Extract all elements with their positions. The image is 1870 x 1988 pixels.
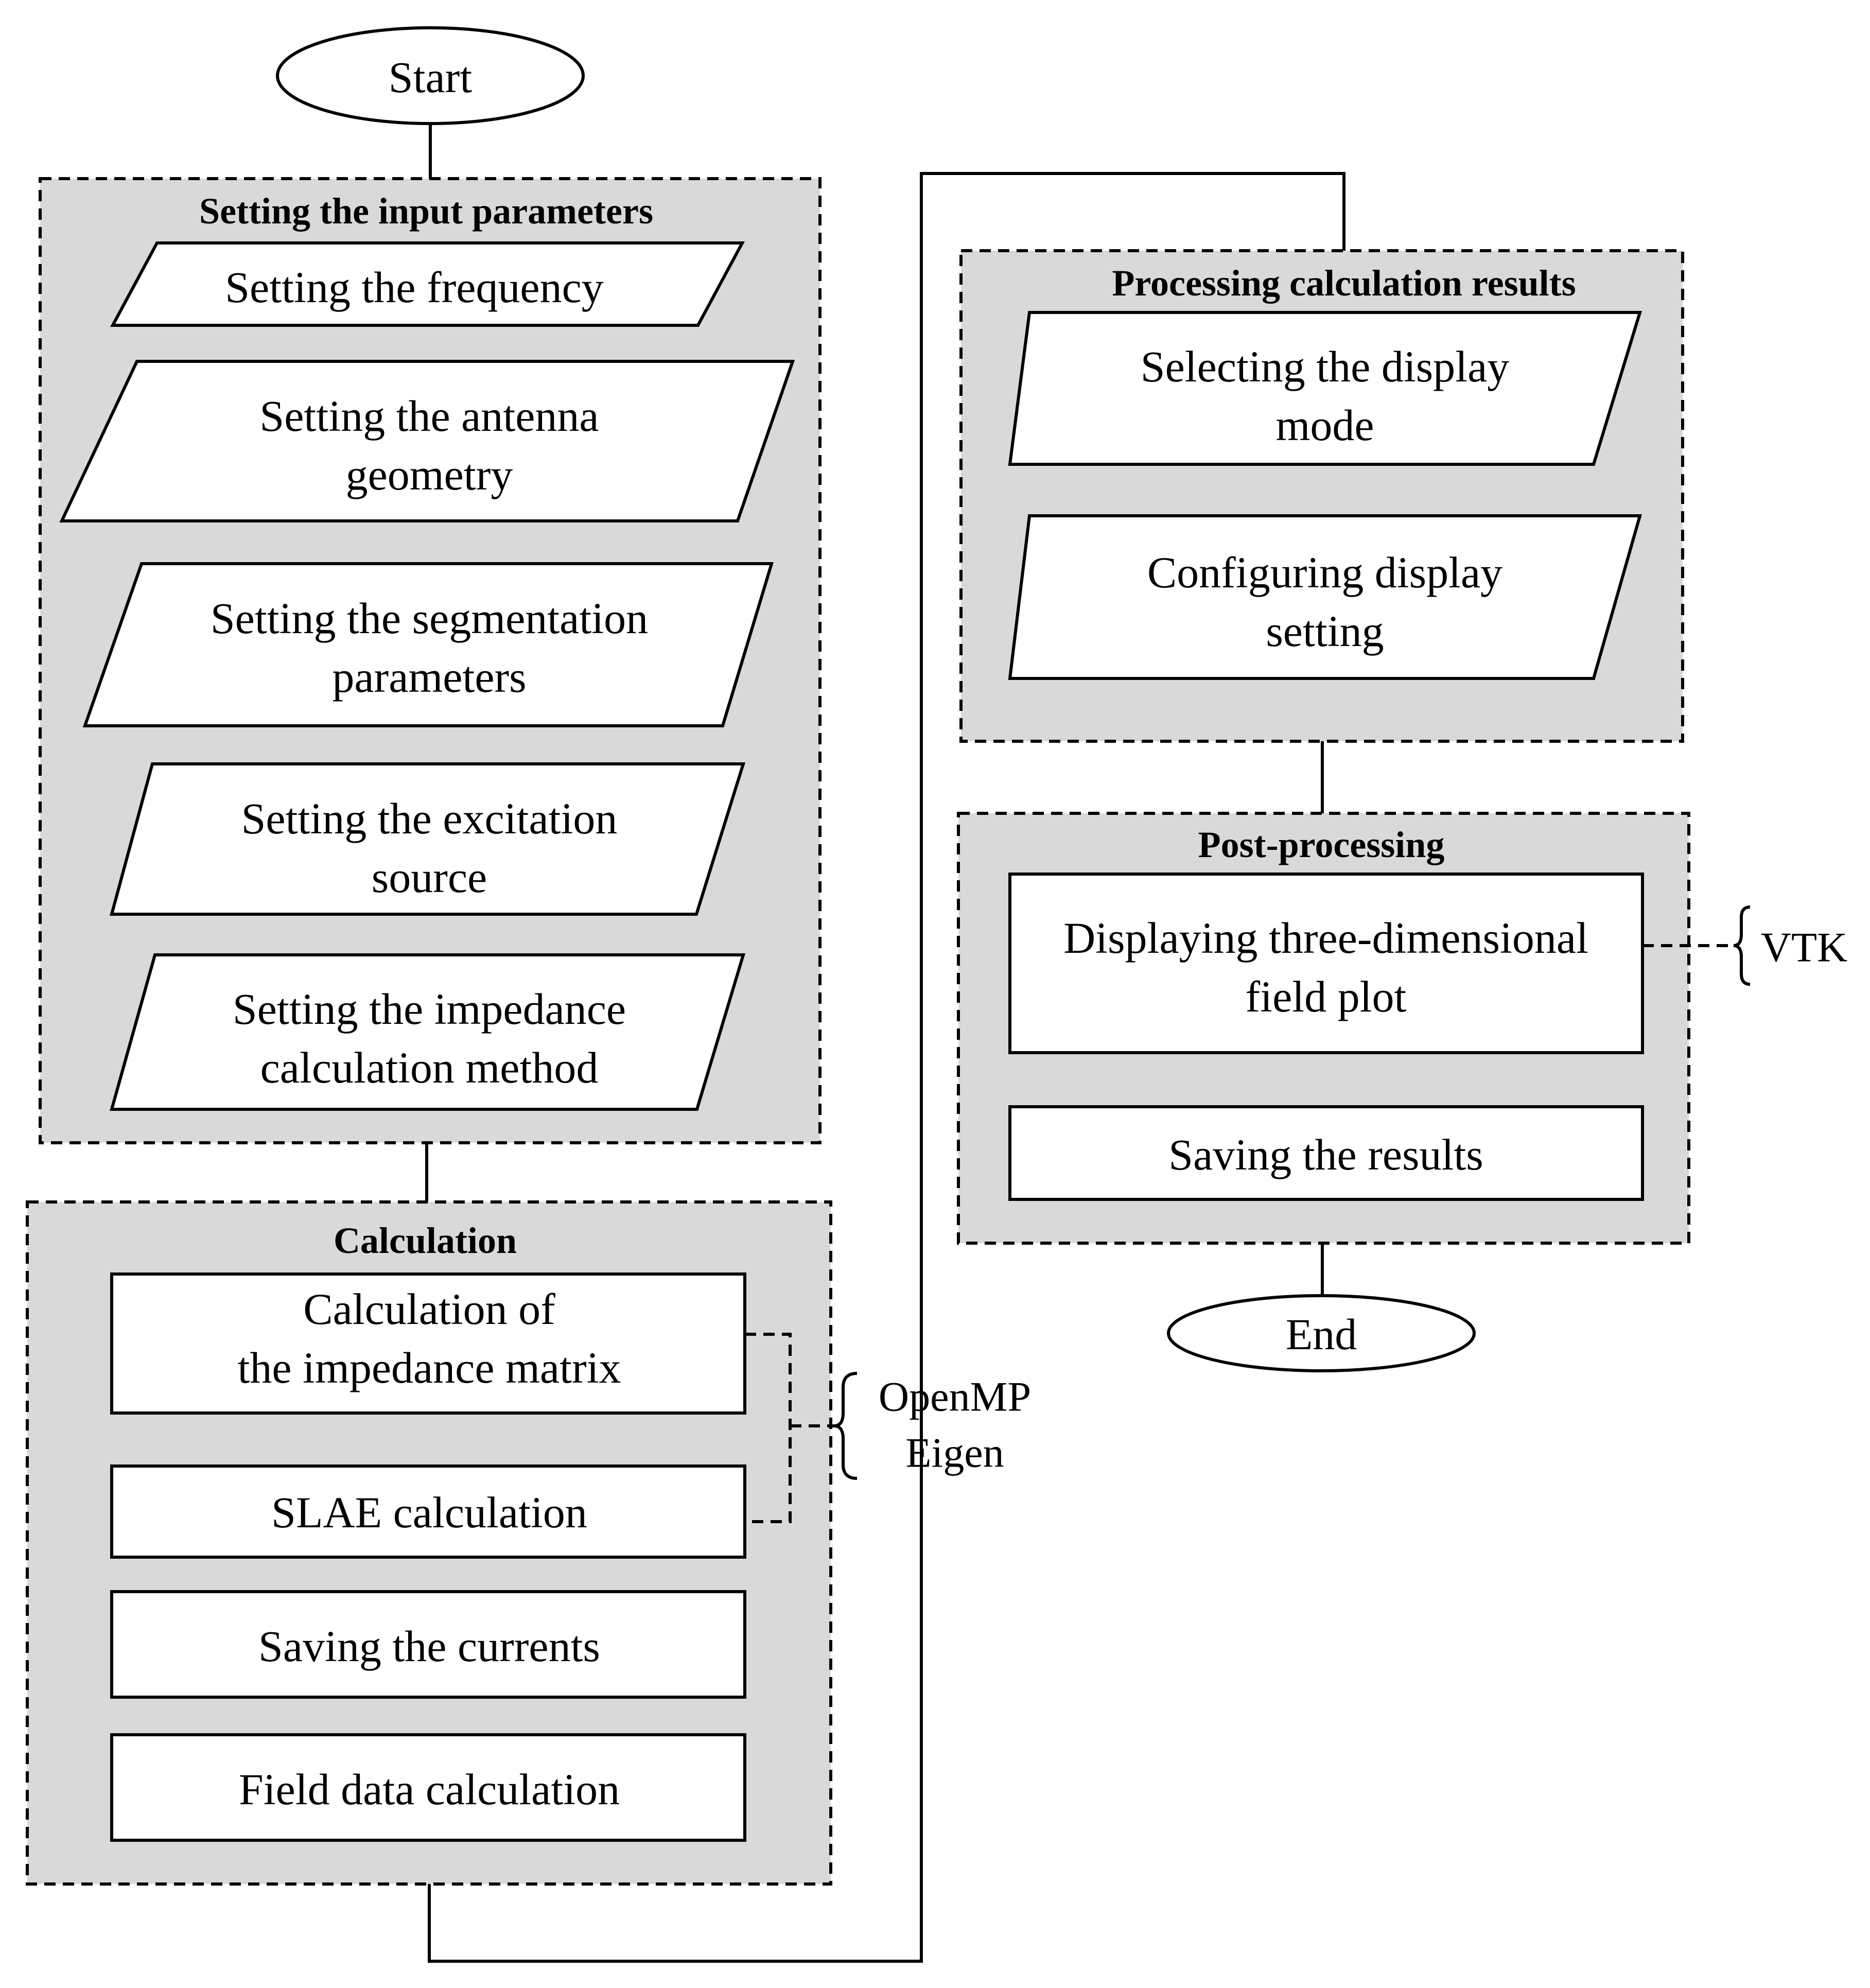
step-label: Setting the impedance bbox=[233, 984, 626, 1034]
step-label: the impedance matrix bbox=[237, 1343, 621, 1392]
step-label: Selecting the display bbox=[1141, 342, 1510, 391]
step-label: geometry bbox=[346, 450, 513, 499]
group-input-parameters: Setting the input parameters Setting the… bbox=[39, 177, 822, 1144]
step-impedance-matrix: Calculation of the impedance matrix bbox=[110, 1272, 746, 1415]
group-title-processing: Processing calculation results bbox=[1112, 263, 1576, 304]
brace-icon bbox=[1733, 905, 1751, 986]
group-title-post: Post-processing bbox=[1198, 824, 1445, 865]
step-saving-currents: Saving the currents bbox=[110, 1590, 746, 1699]
annotation-openmp-eigen: OpenMP Eigen bbox=[745, 1333, 1031, 1523]
step-label: field plot bbox=[1246, 972, 1407, 1021]
end-terminal: End bbox=[1167, 1294, 1476, 1372]
step-label: Field data calculation bbox=[239, 1765, 620, 1814]
step-setting-antenna-geometry: Setting the antenna geometry bbox=[59, 360, 795, 522]
group-title-calculation: Calculation bbox=[334, 1220, 517, 1261]
start-terminal: Start bbox=[276, 26, 585, 125]
brace-icon bbox=[833, 1372, 858, 1480]
step-field-data-calculation: Field data calculation bbox=[110, 1733, 746, 1842]
step-label: mode bbox=[1275, 400, 1374, 450]
step-label: source bbox=[372, 852, 487, 902]
step-label: setting bbox=[1266, 606, 1384, 656]
library-label: OpenMP bbox=[879, 1373, 1031, 1420]
step-label: SLAE calculation bbox=[271, 1488, 587, 1537]
end-label: End bbox=[1286, 1310, 1357, 1359]
start-label: Start bbox=[389, 53, 473, 102]
step-label: Setting the antenna bbox=[259, 391, 599, 441]
group-processing-results: Processing calculation results Selecting… bbox=[959, 249, 1684, 743]
step-slae-calculation: SLAE calculation bbox=[110, 1464, 746, 1559]
step-label: calculation method bbox=[260, 1043, 599, 1092]
step-label: parameters bbox=[332, 652, 526, 702]
group-title-input: Setting the input parameters bbox=[199, 190, 653, 232]
library-label: VTK bbox=[1761, 924, 1848, 971]
step-label: Setting the excitation bbox=[241, 794, 618, 843]
step-label: Saving the results bbox=[1168, 1130, 1483, 1179]
step-selecting-display-mode: Selecting the display mode bbox=[1008, 311, 1642, 466]
group-calculation: Calculation Calculation of the impedance… bbox=[26, 1200, 832, 1886]
step-label: Calculation of bbox=[303, 1284, 555, 1334]
step-setting-excitation-source: Setting the excitation source bbox=[110, 762, 746, 916]
step-label: Setting the segmentation bbox=[211, 594, 648, 643]
step-configuring-display-setting: Configuring display setting bbox=[1008, 514, 1642, 680]
annotation-vtk: VTK bbox=[1642, 905, 1848, 986]
step-label: Saving the currents bbox=[258, 1621, 600, 1671]
library-label: Eigen bbox=[905, 1429, 1004, 1476]
step-saving-results: Saving the results bbox=[1008, 1105, 1644, 1201]
step-setting-segmentation-parameters: Setting the segmentation parameters bbox=[82, 562, 774, 727]
step-setting-impedance-method: Setting the impedance calculation method bbox=[110, 953, 746, 1111]
step-displaying-field-plot: Displaying three-dimensional field plot bbox=[1008, 873, 1644, 1054]
group-post-processing: Post-processing Displaying three-dimensi… bbox=[957, 812, 1690, 1245]
step-label: Setting the frequency bbox=[225, 263, 604, 312]
connector-calc-to-processing bbox=[428, 172, 1345, 1963]
step-label: Configuring display bbox=[1147, 548, 1502, 597]
step-label: Displaying three-dimensional bbox=[1063, 913, 1588, 963]
step-setting-frequency: Setting the frequency bbox=[110, 241, 745, 327]
